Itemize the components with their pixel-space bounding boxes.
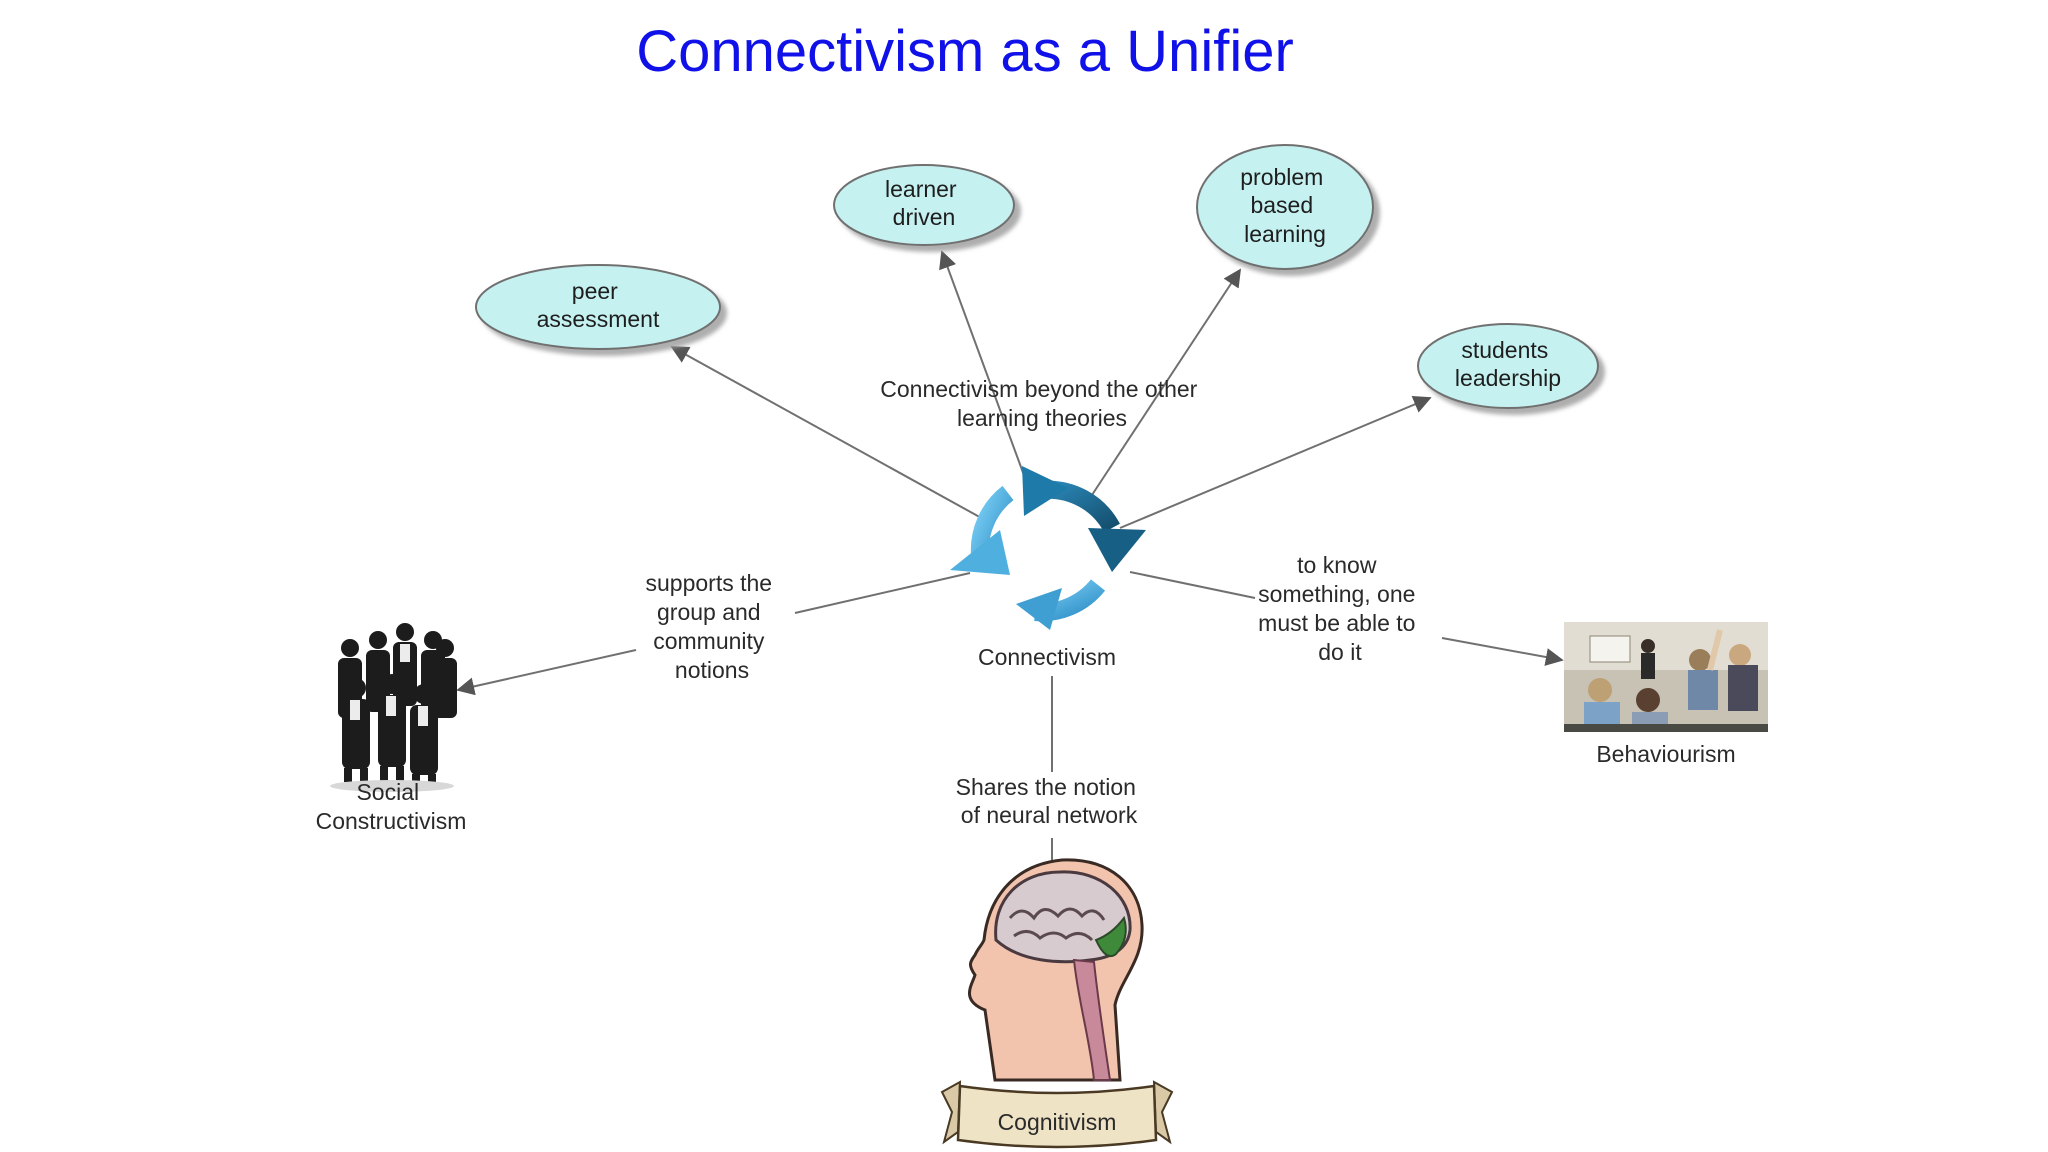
link-label-behaviourism: to know something, one must be able to d… <box>1258 552 1422 665</box>
bubble-learner-driven-label: learner driven <box>885 176 963 230</box>
connectivism-cycle-icon <box>950 466 1146 630</box>
people-group-icon <box>330 623 457 792</box>
bubble-problem-based-learning <box>1196 144 1374 270</box>
center-label: Connectivism <box>978 644 1116 670</box>
scroll-banner <box>940 1080 1174 1149</box>
arrow-learner-driven <box>939 250 1026 479</box>
bubble-problem-based-learning-label: problem based learning <box>1240 164 1330 247</box>
bubble-learner-driven <box>833 164 1015 246</box>
arrow-social-constructivism <box>794 572 971 614</box>
arrow-behaviourism <box>1129 571 1256 599</box>
center-caption: Connectivism beyond the other learning t… <box>880 376 1203 431</box>
bubble-students-leadership <box>1417 323 1599 409</box>
arrow-problem-based-learning <box>1089 268 1241 499</box>
arrow-peer-assessment <box>670 346 986 521</box>
arrow-social-constructivism-tail <box>456 649 637 696</box>
bubble-peer-assessment-label: peer assessment <box>537 278 660 332</box>
theory-social-constructivism-label: Social Constructivism <box>316 779 467 834</box>
theory-behaviourism-label: Behaviourism <box>1596 741 1735 767</box>
page-title: Connectivism as a Unifier <box>636 19 1294 84</box>
link-label-social: supports the group and community notions <box>646 570 779 683</box>
classroom-photo <box>1564 622 1768 732</box>
bubble-arrows <box>670 250 1432 529</box>
arrow-behaviourism-tail <box>1441 637 1564 666</box>
arrow-students-leadership <box>1119 395 1432 529</box>
bubble-peer-assessment <box>475 264 721 350</box>
bubble-students-leadership-label: students leadership <box>1455 337 1561 391</box>
theory-cognitivism-label: Cognitivism <box>998 1109 1117 1135</box>
head-brain-icon <box>968 858 1144 1082</box>
link-label-cognitivism: Shares the notion of neural network <box>956 774 1143 828</box>
